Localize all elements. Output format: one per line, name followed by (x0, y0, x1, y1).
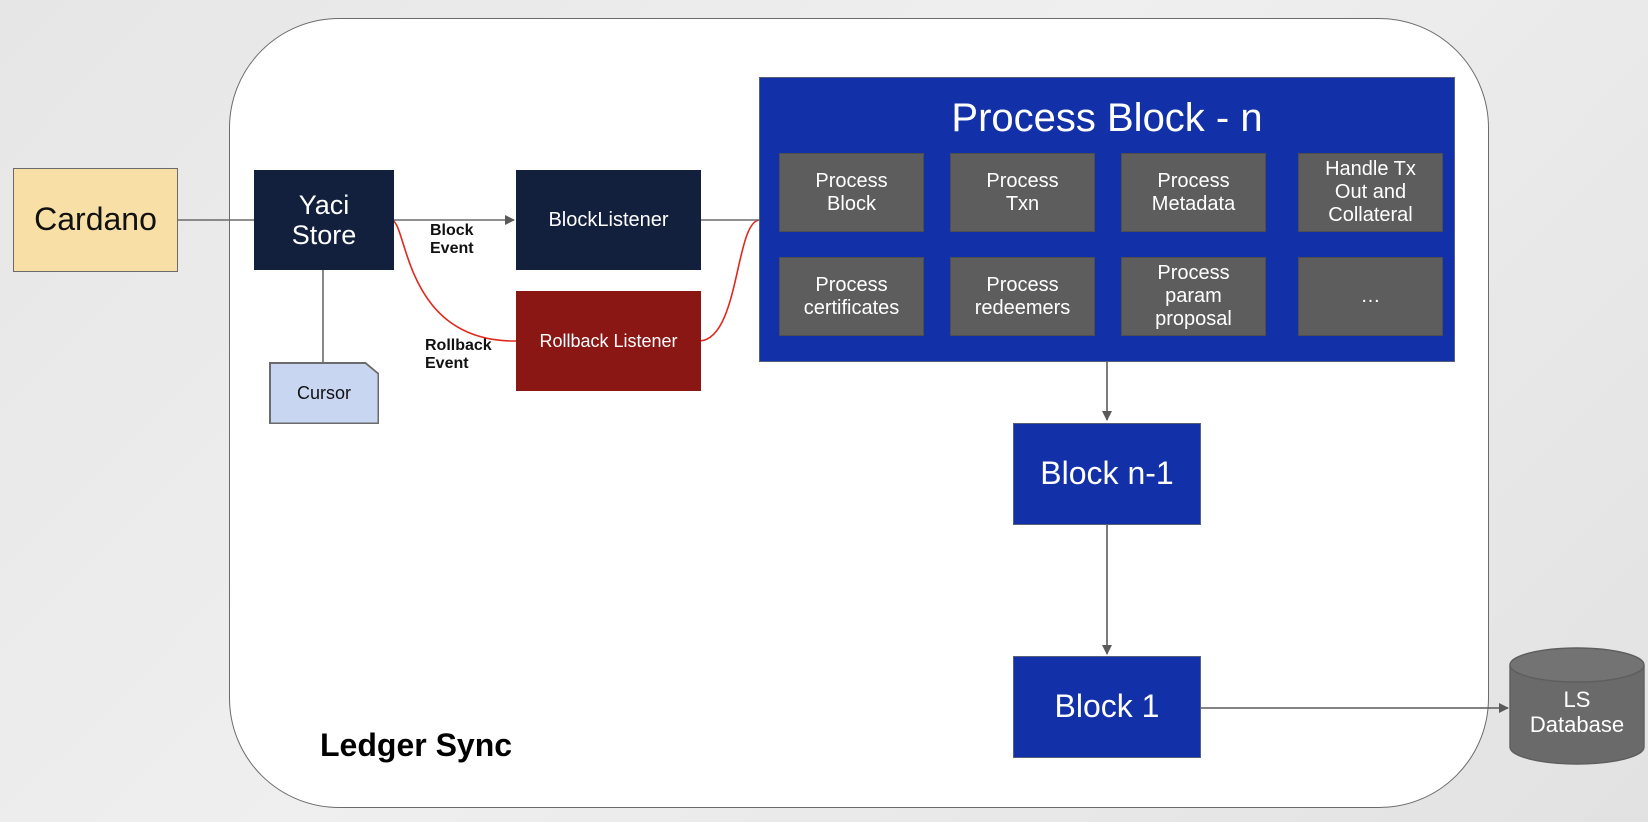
yaci-store-node: Yaci Store (254, 170, 394, 270)
process-step-txn: Process Txn (950, 153, 1095, 232)
block-1-node: Block 1 (1013, 656, 1201, 758)
cardano-node: Cardano (13, 168, 178, 272)
process-step-block: Process Block (779, 153, 924, 232)
process-step-metadata: Process Metadata (1121, 153, 1266, 232)
database-label: LS Database (1529, 686, 1625, 737)
process-step-param-proposal: Process param proposal (1121, 257, 1266, 336)
process-step-tx-out-collateral: Handle Tx Out and Collateral (1298, 153, 1443, 232)
process-step-more: … (1298, 257, 1443, 336)
cursor-label: Cursor (296, 382, 351, 403)
process-block-title: Process Block - n (951, 96, 1263, 140)
rollback-listener-node: Rollback Listener (516, 291, 701, 391)
block-event-label: Block Event (430, 222, 474, 258)
block-listener-node: BlockListener (516, 170, 701, 270)
cursor-node-fill (270, 363, 378, 423)
process-block-panel: Process Block - n Process Block Process … (759, 77, 1455, 362)
block-n-minus-1-node: Block n-1 (1013, 423, 1201, 525)
process-step-certificates: Process certificates (779, 257, 924, 336)
rollback-event-label: Rollback Event (425, 337, 492, 373)
ledger-sync-label: Ledger Sync (320, 727, 513, 763)
process-step-redeemers: Process redeemers (950, 257, 1095, 336)
